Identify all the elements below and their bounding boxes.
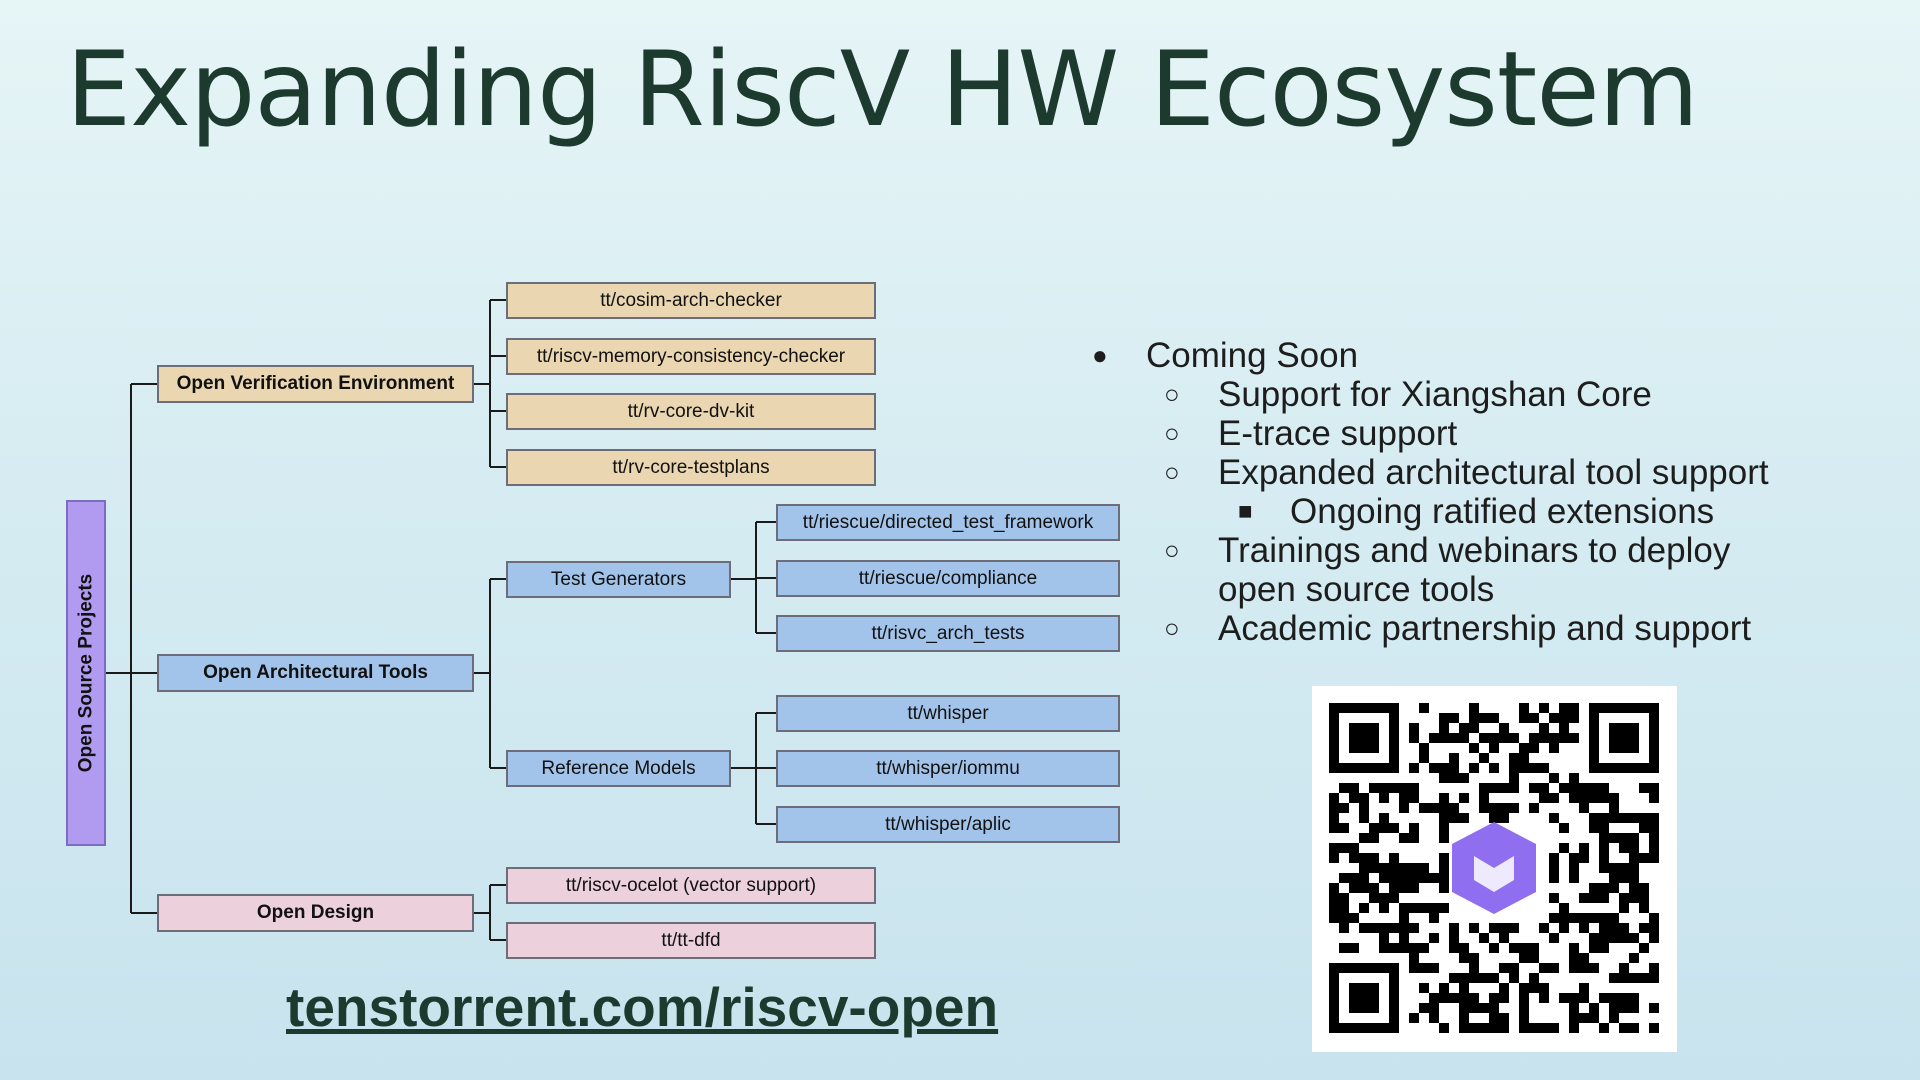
node-rv-core-dv-kit: tt/rv-core-dv-kit: [506, 393, 876, 430]
bullet-text: Coming Soon: [1146, 336, 1359, 375]
bullet-text: Expanded architectural tool support: [1218, 453, 1769, 492]
node-whisper: tt/whisper: [776, 695, 1120, 732]
bullet-marker: ○: [1164, 379, 1180, 409]
node-test-generators: Test Generators: [506, 561, 731, 598]
bullet-marker: ○: [1164, 457, 1180, 487]
bullet-text: open source tools: [1218, 570, 1495, 609]
bullet-marker: ■: [1238, 498, 1253, 525]
root-node-open-source-projects: Open Source Projects: [66, 500, 106, 846]
bullet-item: ○ E-trace support: [1090, 414, 1769, 453]
bullet-marker: ○: [1164, 613, 1180, 643]
bullet-text: E-trace support: [1218, 414, 1458, 453]
bullet-item: ○ Academic partnership and support: [1090, 609, 1769, 648]
bullet-marker: ○: [1164, 418, 1180, 448]
bullet-item: ■ Ongoing ratified extensions: [1090, 492, 1769, 531]
root-node-label: Open Source Projects: [75, 573, 97, 773]
node-whisper-iommu: tt/whisper/iommu: [776, 750, 1120, 787]
bullet-text: Support for Xiangshan Core: [1218, 375, 1652, 414]
bullet-text: Academic partnership and support: [1218, 609, 1752, 648]
node-open-design: Open Design: [157, 894, 474, 932]
bullet-list: ● Coming Soon ○ Support for Xiangshan Core…: [1090, 336, 1769, 648]
node-open-architectural-tools: Open Architectural Tools: [157, 654, 474, 692]
node-whisper-aplic: tt/whisper/aplic: [776, 806, 1120, 843]
bullet-text: Ongoing ratified extensions: [1290, 492, 1715, 531]
node-cosim-arch-checker: tt/cosim-arch-checker: [506, 282, 876, 319]
riscv-open-link[interactable]: tenstorrent.com/riscv-open: [286, 976, 999, 1038]
bullet-item: ○ Expanded architectural tool support: [1090, 453, 1769, 492]
node-riscv-ocelot: tt/riscv-ocelot (vector support): [506, 867, 876, 904]
bullet-marker: ●: [1092, 340, 1108, 370]
node-risvc-arch-tests: tt/risvc_arch_tests: [776, 615, 1120, 652]
bullet-item: ○ Support for Xiangshan Core: [1090, 375, 1769, 414]
node-riescue-directed-test-framework: tt/riescue/directed_test_framework: [776, 504, 1120, 541]
node-open-verification-environment: Open Verification Environment: [157, 365, 474, 403]
bullet-item: ○ Trainings and webinars to deploy: [1090, 531, 1769, 570]
bullet-item: open source tools: [1090, 570, 1769, 609]
node-reference-models: Reference Models: [506, 750, 731, 787]
bullet-marker: ○: [1164, 535, 1180, 565]
bullet-text: Trainings and webinars to deploy: [1218, 531, 1731, 570]
bullet-item: ● Coming Soon: [1090, 336, 1769, 375]
node-riscv-memory-consistency-checker: tt/riscv-memory-consistency-checker: [506, 338, 876, 375]
slide-title: Expanding RiscV HW Ecosystem: [66, 30, 1699, 150]
node-rv-core-testplans: tt/rv-core-testplans: [506, 449, 876, 486]
node-tt-dfd: tt/tt-dfd: [506, 922, 876, 959]
node-riescue-compliance: tt/riescue/compliance: [776, 560, 1120, 597]
qr-code-icon: [1312, 686, 1677, 1052]
